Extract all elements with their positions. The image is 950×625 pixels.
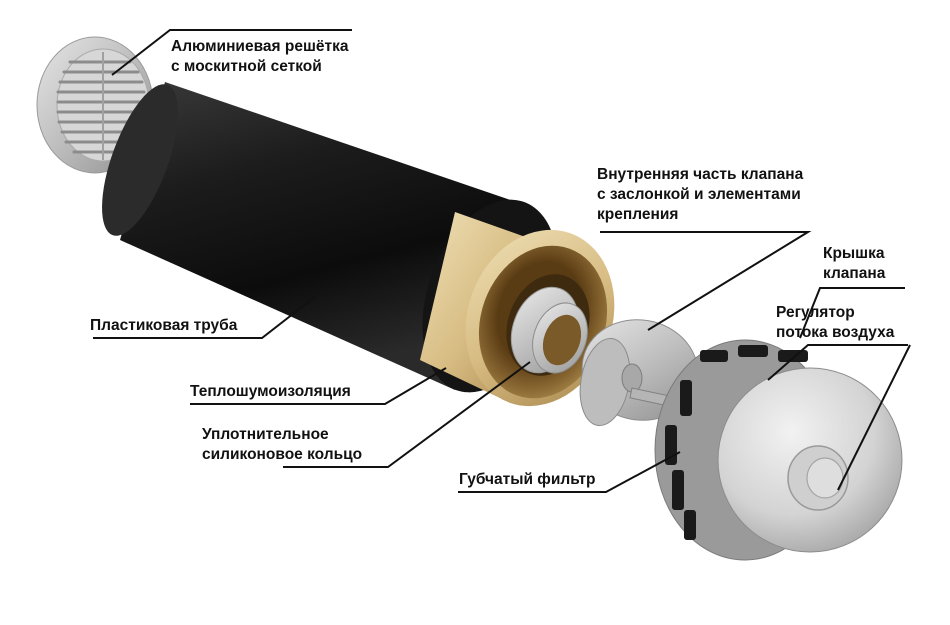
label-line: клапана: [823, 265, 886, 282]
label-line: Уплотнительное: [202, 426, 329, 443]
label-sponge-filter: Губчатый фильтр: [459, 470, 595, 490]
leader-insulation: [190, 367, 447, 405]
label-seal-ring: Уплотнительное силиконовое кольцо: [202, 425, 362, 465]
label-line: с заслонкой и элементами: [597, 186, 801, 203]
label-airflow-regulator: Регулятор потока воздуха: [776, 303, 894, 343]
silicone-ring: [510, 286, 588, 374]
valve-cover: [654, 339, 903, 561]
label-line: Регулятор: [776, 304, 855, 321]
leader-sponge-filter: [458, 451, 681, 493]
label-line: с москитной сеткой: [171, 58, 322, 75]
label-plastic-pipe: Пластиковая труба: [90, 316, 237, 336]
leader-pipe: [93, 295, 317, 339]
label-aluminium-grille: Алюминиевая решётка с москитной сеткой: [171, 37, 348, 77]
label-line: Алюминиевая решётка: [171, 38, 349, 55]
label-valve-cover: Крышка клапана: [823, 244, 885, 284]
label-line: Пластиковая труба: [90, 317, 238, 334]
label-line: силиконовое кольцо: [202, 446, 363, 463]
leader-grille: [111, 29, 352, 76]
label-line: Губчатый фильтр: [459, 471, 596, 488]
leader-seal-ring: [283, 361, 531, 468]
leader-lines: [93, 29, 911, 493]
label-line: потока воздуха: [776, 324, 895, 341]
label-inner-valve-part: Внутренняя часть клапана с заслонкой и э…: [597, 165, 803, 225]
label-line: Крышка: [823, 245, 885, 262]
leader-regulator: [767, 344, 908, 381]
leader-inner-part: [600, 231, 812, 331]
label-line: Теплошумоизоляция: [190, 383, 351, 400]
leader-regulator-knob: [837, 344, 911, 491]
leader-cover: [799, 287, 905, 339]
label-insulation: Теплошумоизоляция: [190, 382, 351, 402]
label-line: Внутренняя часть клапана: [597, 166, 804, 183]
label-line: крепления: [597, 206, 679, 223]
